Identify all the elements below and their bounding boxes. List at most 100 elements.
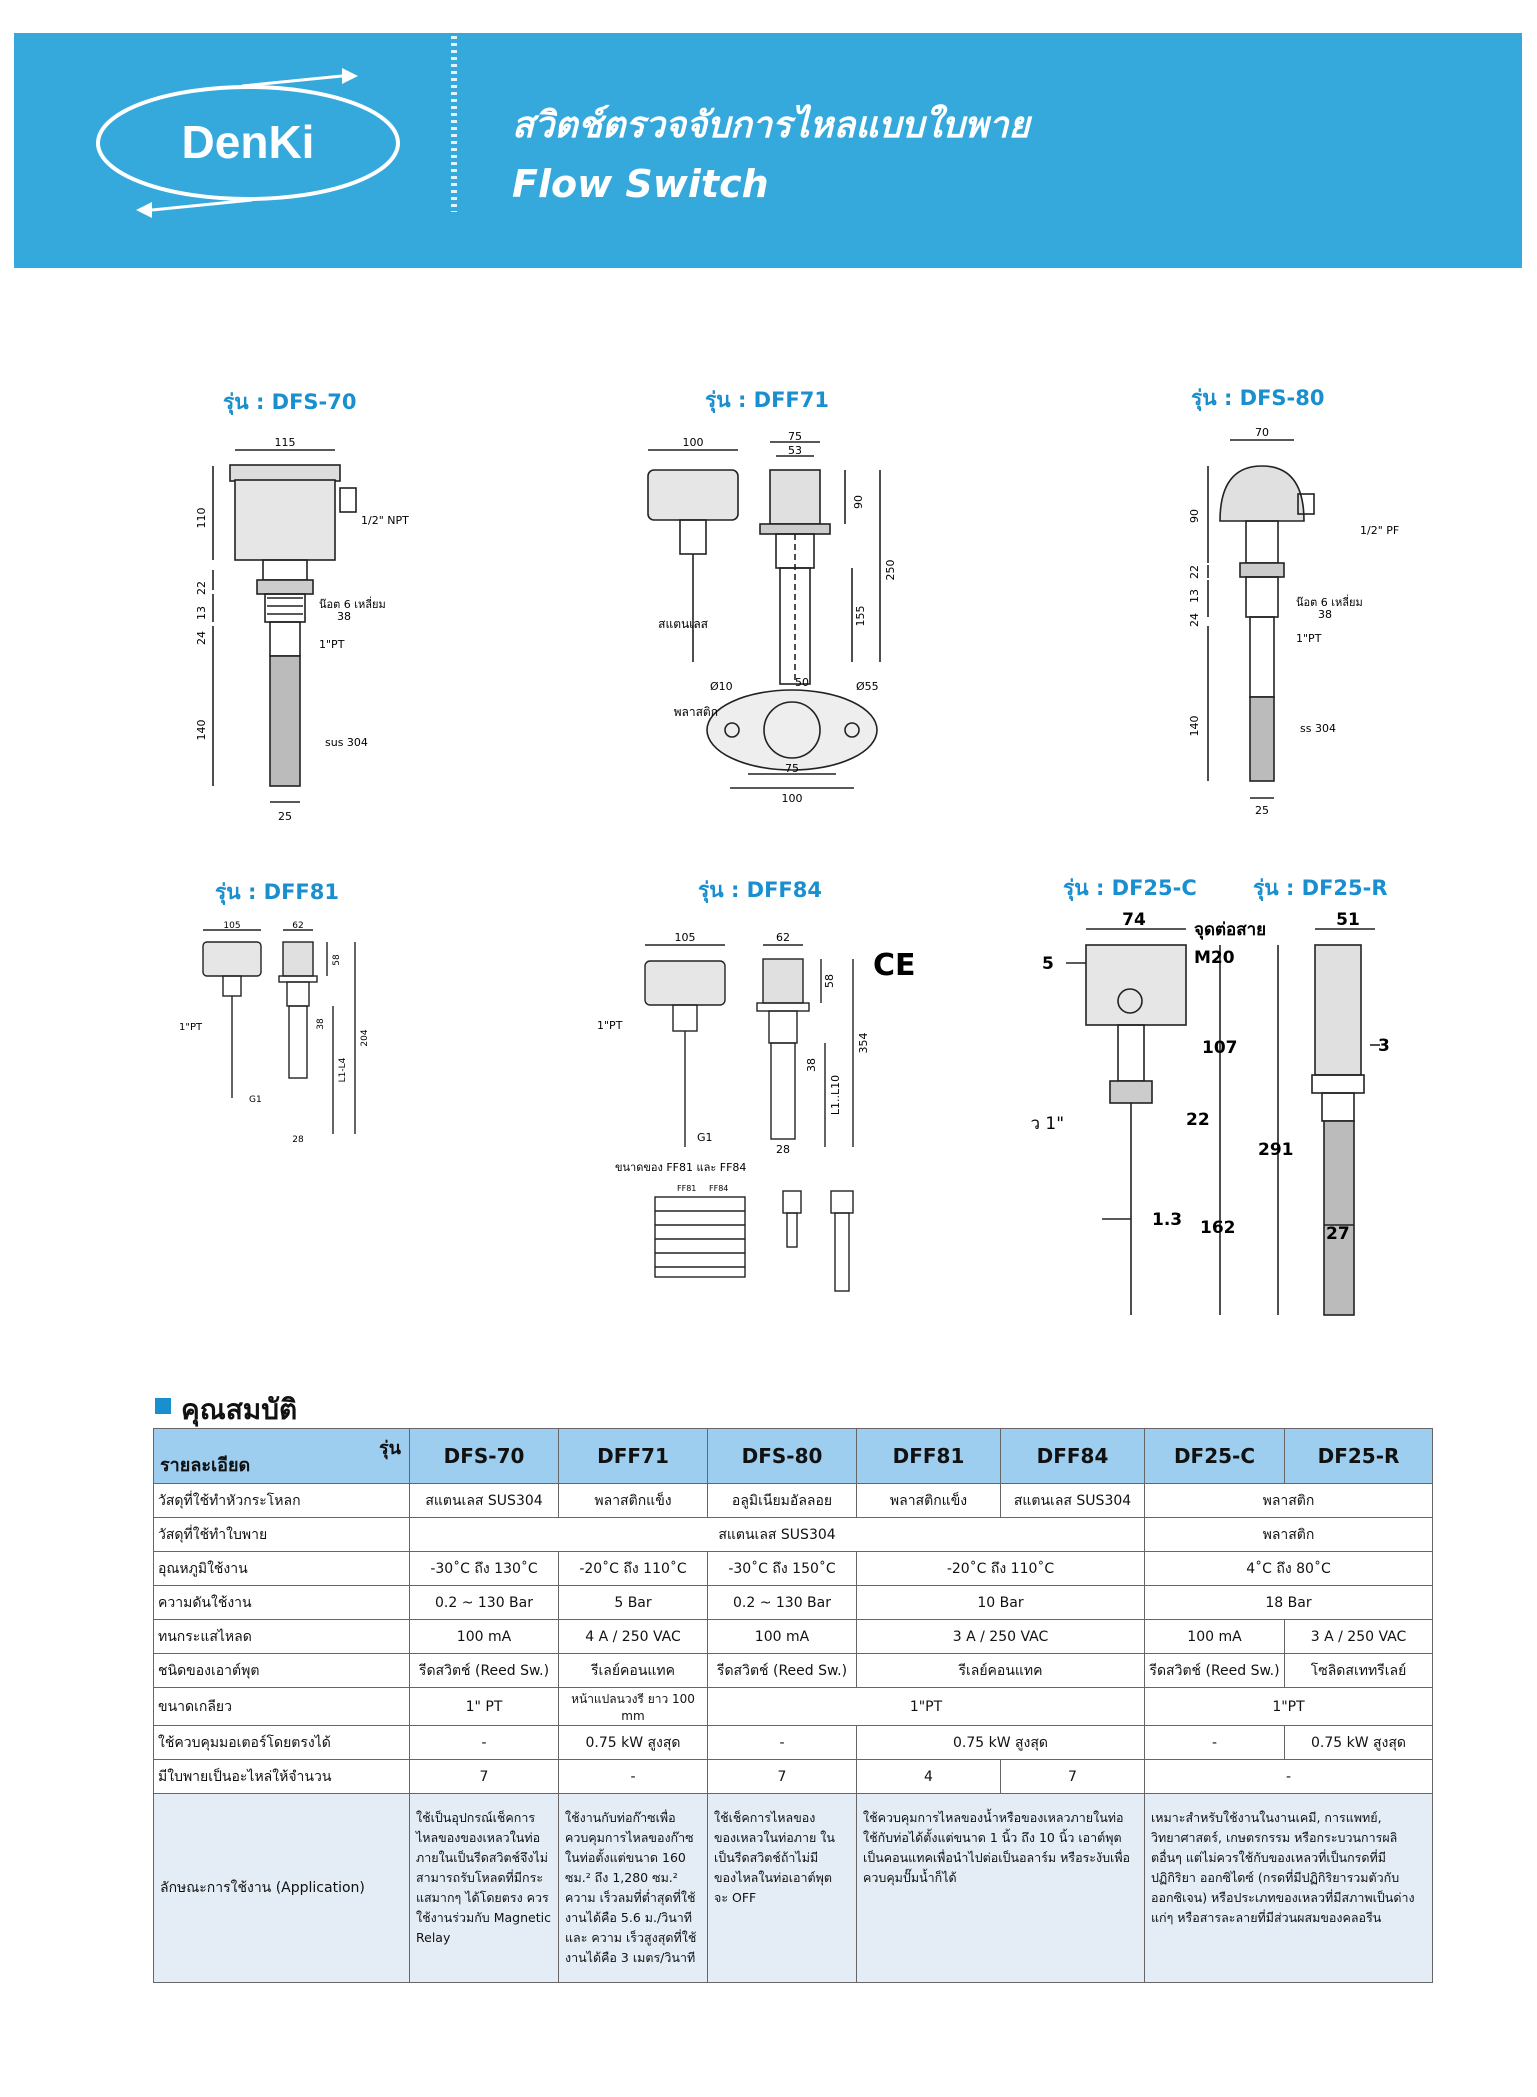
dim-label: น๊อต 6 เหลี่ยม: [319, 596, 386, 611]
dim-label: 58: [823, 974, 836, 988]
table-cell: 0.2 ~ 130 Bar: [409, 1585, 559, 1620]
dim-label: สแตนเลส: [658, 617, 709, 631]
application-cell: เหมาะสำหรับใช้งานในงานเคมี, การแพทย์, วิ…: [1144, 1793, 1433, 1983]
size-caption: ขนาดของ FF81 และ FF84: [615, 1161, 746, 1174]
table-row: ความดันใช้งาน 0.2 ~ 130 Bar 5 Bar 0.2 ~ …: [153, 1585, 1433, 1620]
dim-label: 38: [337, 610, 351, 623]
dim-label: 58: [332, 954, 342, 966]
table-cell: -: [409, 1725, 559, 1760]
column-header: DFS-70: [409, 1428, 559, 1484]
column-header: DFF71: [558, 1428, 708, 1484]
dim-label: 62: [776, 931, 790, 944]
application-cell: ใช้เช็คการไหลของของเหลวในท่อภาย ใน เป็นร…: [707, 1793, 857, 1983]
spec-table: รุ่น รายละเอียด DFS-70 DFF71 DFS-80 DFF8…: [153, 1428, 1433, 1983]
table-cell: พลาสติก: [1144, 1517, 1433, 1552]
model-label-dfs70: รุ่น : DFS-70: [223, 390, 357, 414]
dim-label: L1-L4: [338, 1057, 348, 1082]
table-cell: 100 mA: [409, 1619, 559, 1654]
dim-label: 22: [195, 581, 208, 595]
dim-label: 204: [360, 1029, 370, 1046]
dim-label: 27: [1326, 1224, 1350, 1244]
dim-label: 75: [785, 762, 799, 775]
heading-square-icon: [155, 1398, 171, 1414]
table-cell: รีดสวิตช์ (Reed Sw.): [1144, 1653, 1285, 1688]
table-row: ขนาดเกลียว 1" PT หน้าแปลนวงรี ยาว 100 mm…: [153, 1687, 1433, 1726]
logo-text: DenKi: [182, 116, 315, 168]
table-cell: อลูมิเนียมอัลลอย: [707, 1483, 857, 1518]
column-header: DFF81: [856, 1428, 1001, 1484]
application-row: ลักษณะการใช้งาน (Application) ใช้เป็นอุป…: [153, 1793, 1433, 1983]
dim-label: 107: [1202, 1038, 1238, 1058]
row-label: ขนาดเกลียว: [153, 1687, 410, 1726]
dim-label: M20: [1194, 948, 1235, 968]
dim-label: 1"PT: [1296, 632, 1322, 645]
dim-label: 1"PT: [597, 1019, 623, 1032]
dim-label: 38: [316, 1018, 326, 1030]
table-cell: -: [558, 1759, 708, 1794]
table-row: วัสดุที่ใช้ทำใบพาย สแตนเลส SUS304 พลาสติ…: [153, 1517, 1433, 1552]
dim-label: 75: [788, 430, 802, 443]
dim-label: 62: [292, 921, 303, 931]
dim-label: 38: [805, 1058, 818, 1072]
table-cell: 5 Bar: [558, 1585, 708, 1620]
dim-label: Ø55: [856, 680, 879, 693]
table-cell: -20˚C ถึง 110˚C: [856, 1551, 1145, 1586]
dim-label: เกลียว 1": [1030, 1114, 1064, 1134]
row-label: วัสดุที่ใช้ทำใบพาย: [153, 1517, 410, 1552]
dim-label: 162: [1200, 1218, 1236, 1238]
dim-label: G1: [249, 1095, 262, 1105]
table-cell: 1"PT: [707, 1687, 1145, 1726]
dim-label: 38: [1318, 608, 1332, 621]
dim-label: Ø10: [710, 680, 733, 693]
row-label: ชนิดของเอาต์พุต: [153, 1653, 410, 1688]
column-header: DF25-C: [1144, 1428, 1285, 1484]
dim-label: 100: [782, 792, 803, 805]
column-header: DFS-80: [707, 1428, 857, 1484]
table-row: ชนิดของเอาต์พุต รีดสวิตช์ (Reed Sw.) รีเ…: [153, 1653, 1433, 1688]
table-cell: 0.2 ~ 130 Bar: [707, 1585, 857, 1620]
dim-label: 28: [292, 1135, 304, 1145]
dim-label: 25: [278, 810, 292, 823]
dim-label: 1"PT: [319, 638, 345, 651]
dim-label: 90: [852, 495, 865, 509]
size-table-header: FF84: [709, 1184, 728, 1193]
dim-label: sus 304: [325, 736, 368, 749]
dim-label: 3: [1378, 1036, 1390, 1056]
dim-label: 1/2" NPT: [361, 514, 409, 527]
table-cell: -20˚C ถึง 110˚C: [558, 1551, 708, 1586]
dim-label: 70: [1255, 426, 1269, 439]
dim-label: จุดต่อสาย: [1194, 920, 1266, 940]
dim-label: 140: [1188, 716, 1201, 737]
table-cell: -: [1144, 1759, 1433, 1794]
table-cell: 100 mA: [1144, 1619, 1285, 1654]
dim-label: 74: [1122, 910, 1146, 930]
row-label: อุณหภูมิใช้งาน: [153, 1551, 410, 1586]
row-label: ลักษณะการใช้งาน (Application): [153, 1793, 410, 1983]
dim-label: 1.3: [1152, 1210, 1182, 1230]
table-cell: 7: [409, 1759, 559, 1794]
dim-label: L1..L10: [829, 1075, 842, 1115]
dfs80-drawing: 70 1/2" PF 90 22 13 24 น๊อต 6 เหลี่ยม 38…: [1188, 426, 1399, 817]
table-cell: 18 Bar: [1144, 1585, 1433, 1620]
row-label: ใช้ควบคุมมอเตอร์โดยตรงได้: [153, 1725, 410, 1760]
dim-label: 13: [195, 606, 208, 620]
row-label: มีใบพายเป็นอะไหล่ให้จำนวน: [153, 1759, 410, 1794]
column-header: DF25-R: [1284, 1428, 1433, 1484]
table-cell: -: [1144, 1725, 1285, 1760]
dim-label: 24: [1188, 613, 1201, 627]
corner-detail-label: รายละเอียด: [160, 1455, 251, 1476]
dim-label: 110: [195, 508, 208, 529]
table-cell: 4: [856, 1759, 1001, 1794]
table-cell: 1" PT: [409, 1687, 559, 1726]
dim-label: ss 304: [1300, 722, 1336, 735]
dim-label: พลาสติก: [674, 705, 718, 719]
table-cell: 7: [707, 1759, 857, 1794]
size-table-header: FF81: [677, 1184, 696, 1193]
dim-label: 354: [857, 1033, 870, 1054]
dfs70-drawing: 115 1/2" NPT 110 22 13 24 น๊อต 6 เหลี่ยม…: [195, 436, 409, 823]
table-cell: 10 Bar: [856, 1585, 1145, 1620]
row-label: วัสดุที่ใช้ทำหัวกระโหลก: [153, 1483, 410, 1518]
table-cell: รีดสวิตช์ (Reed Sw.): [707, 1653, 857, 1688]
page-title-english: Flow Switch: [512, 162, 769, 206]
model-label-dfs80: รุ่น : DFS-80: [1191, 386, 1325, 410]
